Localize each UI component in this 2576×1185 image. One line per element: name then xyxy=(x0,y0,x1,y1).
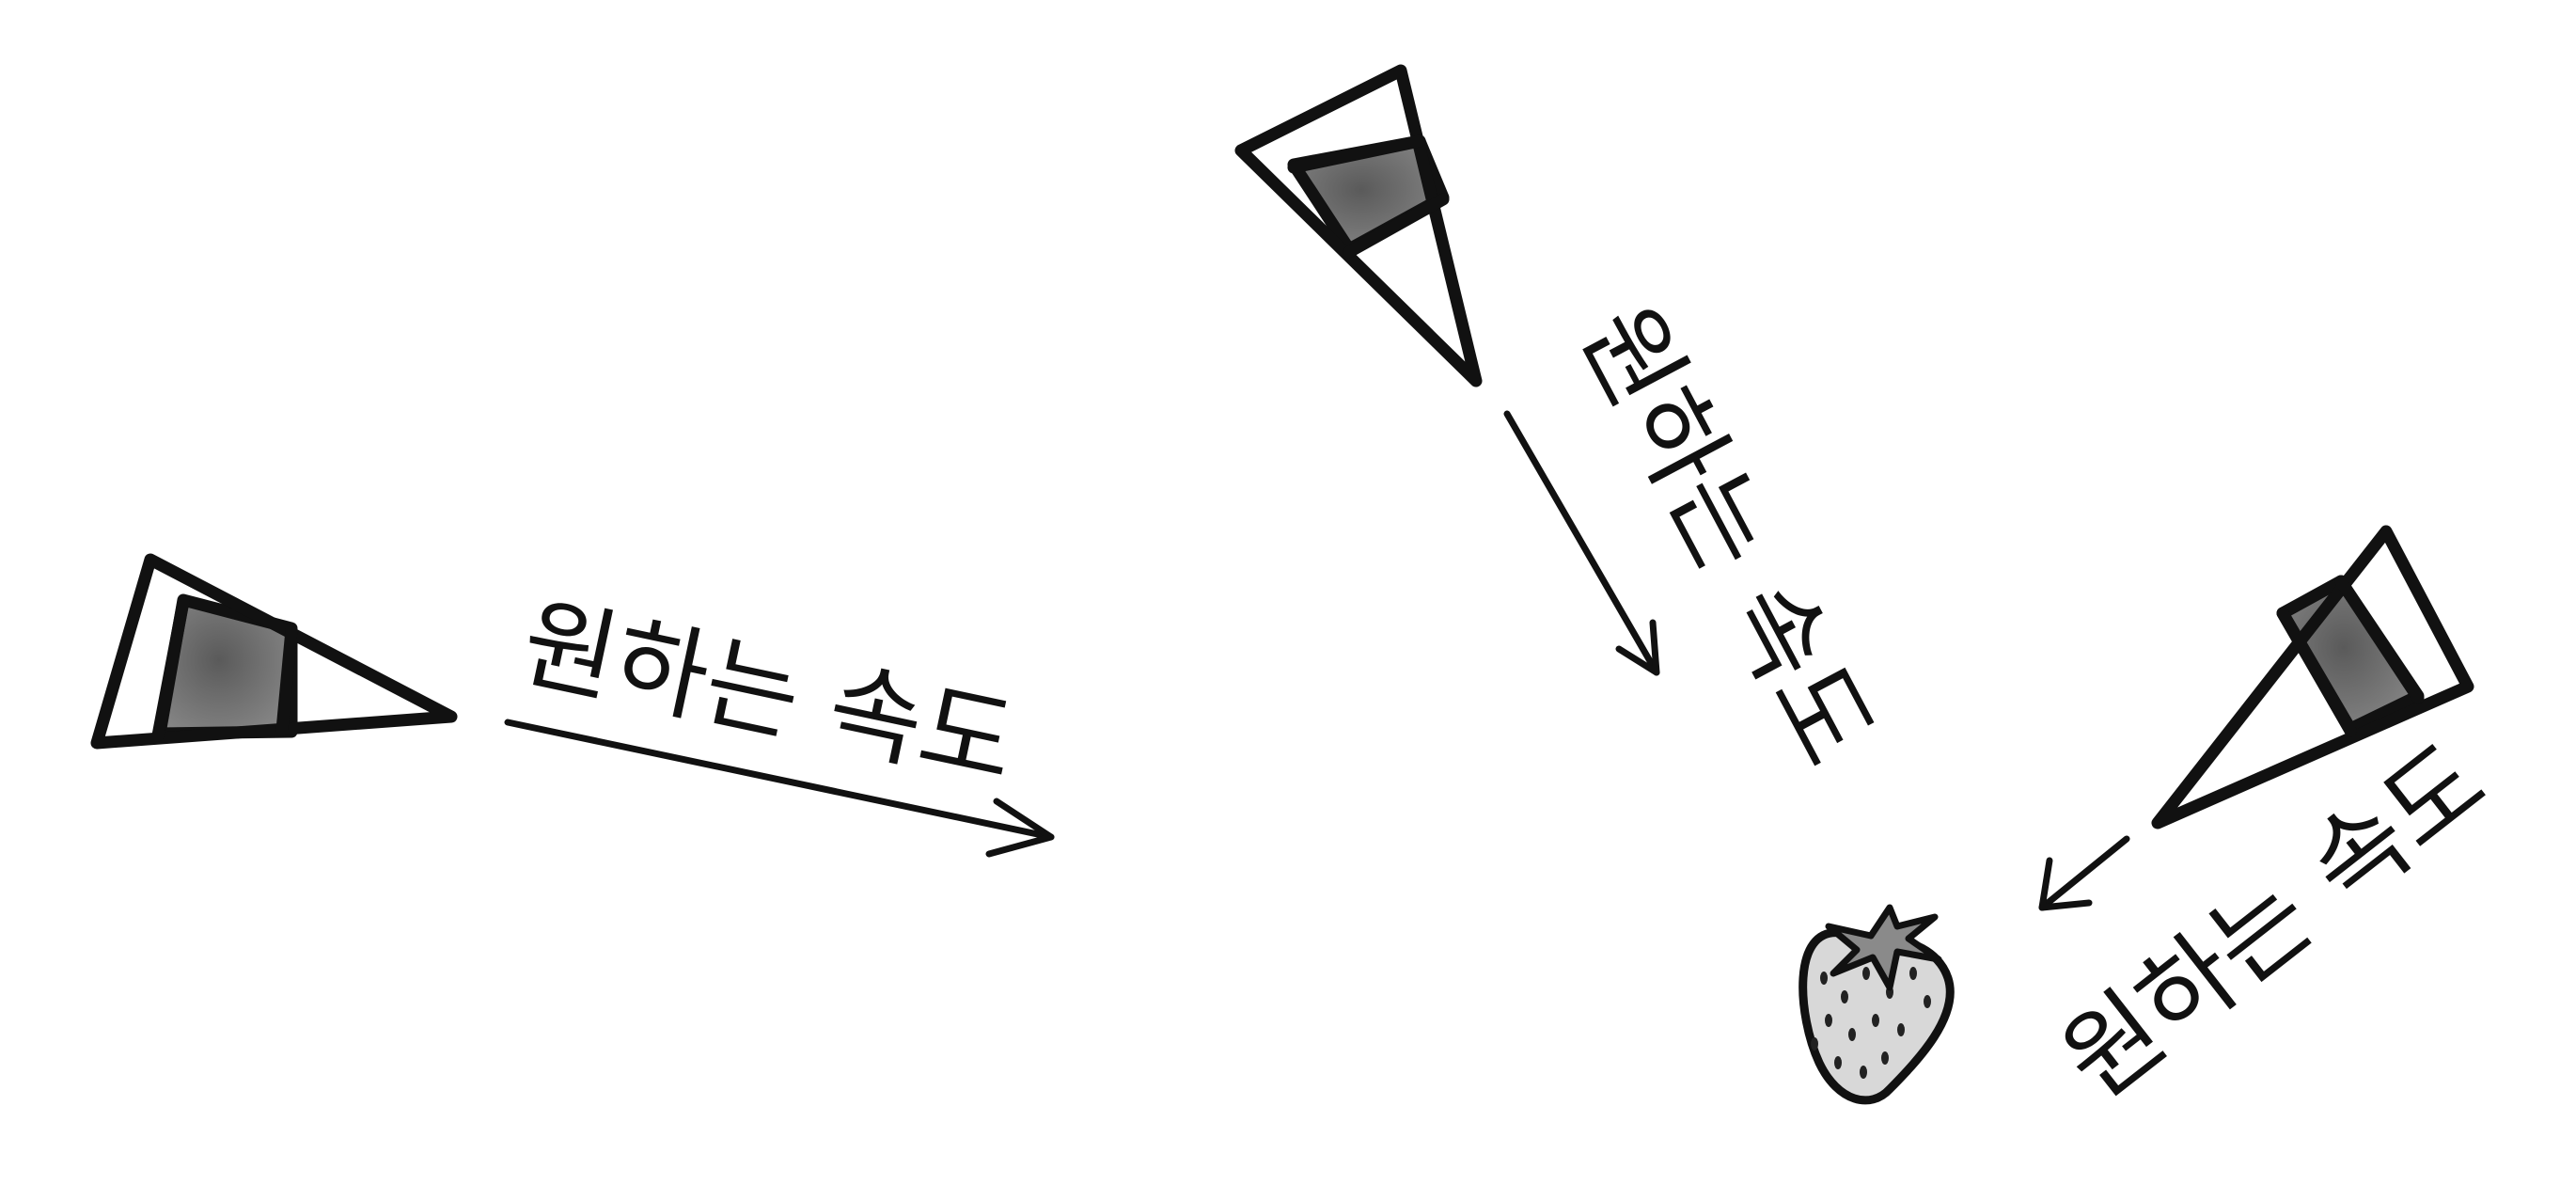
cone-boid-icon xyxy=(2151,525,2474,830)
agent-left: 원하는 속도 xyxy=(90,553,1055,858)
cone-boid-icon xyxy=(1234,64,1483,387)
agent-right-outline xyxy=(2151,525,2474,830)
velocity-arrow-right xyxy=(2038,835,2130,911)
agent-middle-outline xyxy=(1234,64,1483,387)
velocity-arrow-middle xyxy=(1503,410,1660,676)
label-desired-velocity-middle: 원하는 속도 xyxy=(1558,288,1896,784)
velocity-arrow-left xyxy=(504,719,1055,858)
label-desired-velocity-left: 원하는 속도 xyxy=(512,584,1026,803)
agent-middle: 원하는 속도 xyxy=(1234,64,1896,784)
cone-boid-icon xyxy=(90,553,458,750)
agent-right: 원하는 속도 xyxy=(2038,525,2507,1122)
strawberry-leaves xyxy=(1825,904,1942,991)
strawberry-icon xyxy=(1798,904,1955,1105)
agent-left-outline xyxy=(90,553,458,750)
label-desired-velocity-right: 원하는 속도 xyxy=(2041,721,2507,1122)
strawberry-seeds xyxy=(1811,967,1931,1079)
